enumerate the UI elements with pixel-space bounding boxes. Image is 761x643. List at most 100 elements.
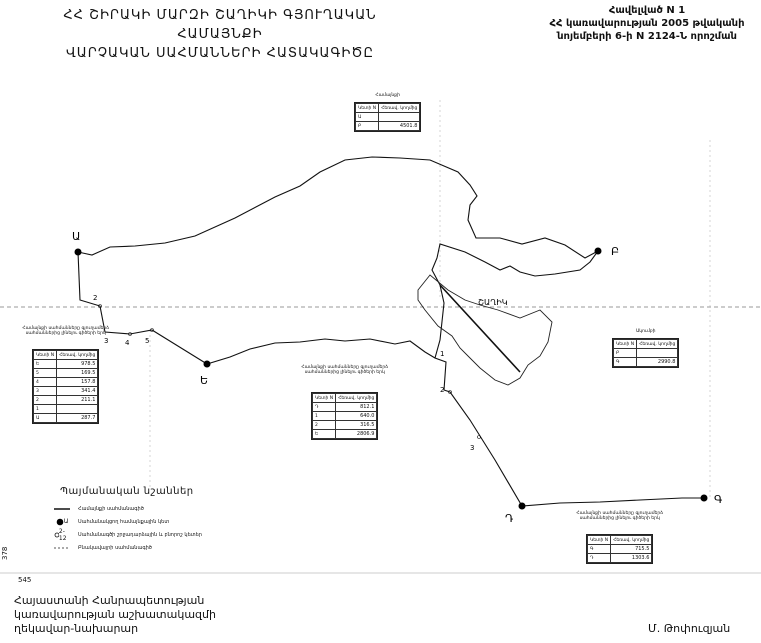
table-cell: 169.5 (56, 368, 99, 378)
table-header: Կետի N (586, 535, 612, 545)
table-cell: 1 (32, 404, 58, 414)
table-top-caption: Համայնքի (375, 93, 401, 98)
point-label-A: Ա (72, 230, 80, 243)
table-cell: Գ (612, 357, 638, 367)
table-header: Կետի N (32, 350, 58, 360)
point-D (518, 502, 526, 510)
margin-number-vertical: 378 (1, 546, 9, 560)
table-header: Հեռավ. կողմից (610, 535, 653, 545)
point-G (700, 494, 708, 502)
map-title: ՀՀ ՇԻՐԱԿԻ ՄԱՐԶԻ ՇԱՂԻԿԻ ԳՅՈՒՂԱԿԱՆ ՀԱՄԱՅՆՔ… (30, 6, 410, 63)
table-center-caption: Համայնքի սահմանները գյուղամերձ սահմաններ… (301, 365, 388, 375)
table-cell: 211.1 (56, 395, 99, 405)
table-cell: 287.7 (56, 413, 99, 423)
table-cell: Դ (586, 553, 612, 563)
legend-item: Համայնքի սահմանագիծ (54, 503, 202, 514)
legend-label: Սահմանագծի շրջադարձային և բնորոշ կետեր (78, 531, 202, 538)
vertex-marker (150, 328, 154, 332)
legend-label: Բնակավայրի սահմանագիծ (78, 544, 152, 551)
table-cell: 2 (32, 395, 58, 405)
segment-mark: 2 (440, 386, 444, 394)
table-cell: 316.5 (335, 420, 378, 430)
table-cell: Դ (311, 402, 337, 412)
footer-left-line2: կառավարության աշխատակազմի (14, 608, 216, 621)
vertex-marker (477, 435, 481, 439)
segment-mark: 3 (470, 444, 474, 452)
footer-signature-title: Հայաստանի Հանրապետության կառավարության ա… (14, 594, 216, 636)
point-E (203, 360, 211, 368)
table-cell: Ա (354, 112, 380, 122)
settlement-boundary (417, 274, 553, 386)
table-header: Կետի N (311, 393, 337, 403)
table-left: Համայնքի սահմանները գյուղամերձ սահմաններ… (22, 326, 109, 424)
map-legend: Պայմանական նշաններ Համայնքի սահմանագիծ Ա… (54, 486, 202, 555)
segment-mark: 1 (440, 350, 444, 358)
table-cell: 5 (32, 368, 58, 378)
margin-number-bottom: 545 (18, 576, 32, 584)
segment-mark: 5 (145, 337, 149, 345)
table-header: Հեռավ. կողմից (56, 350, 99, 360)
table-cell: 640.0 (335, 411, 378, 421)
appendix-line2: ՀՀ կառավարության 2005 թվականի (549, 18, 745, 29)
legend-label: Սահմանակցող համայնքային կետ (78, 518, 170, 525)
appendix-line1: Հավելված N 1 (608, 5, 686, 16)
table-cell: Ա (32, 413, 58, 423)
footer-left-line3: ղեկավար-նախարար (14, 622, 139, 635)
table-cell: 2806.9 (335, 429, 378, 439)
table-header: Հեռավ. կողմից (378, 103, 421, 113)
vertex-marker-icon: 2-12 (54, 528, 70, 542)
table-cell (378, 112, 421, 122)
legend-label: Համայնքի սահմանագիծ (78, 505, 144, 512)
map-title-line2: ՎԱՐՉԱԿԱՆ ՍԱՀՄԱՆՆԵՐԻ ՀԱՏԱԿԱԳԻԾԸ (65, 46, 375, 61)
vertex-marker (448, 390, 452, 394)
point-marker-icon: Ա (54, 517, 70, 527)
table-cell: 157.8 (56, 377, 99, 387)
table-cell: 715.5 (610, 544, 653, 554)
table-cell: Գ (586, 544, 612, 554)
community-boundary (77, 156, 704, 507)
line-icon (54, 504, 70, 514)
footer-left-line1: Հայաստանի Հանրապետության (14, 594, 205, 607)
settlement-label: ՇԱՂԻԿ (478, 298, 508, 307)
table-cell (56, 404, 99, 414)
table-cell: 2990.8 (636, 357, 679, 367)
table-cell: 4501.8 (378, 121, 421, 131)
table-header: Հեռավ. կողմից (335, 393, 378, 403)
table-cell: 2 (311, 420, 337, 430)
table-left-caption: Համայնքի սահմանները գյուղամերձ սահմաններ… (22, 326, 109, 336)
legend-item: Բնակավայրի սահմանագիծ (54, 542, 202, 553)
vertex-marker (98, 304, 102, 308)
dashed-line-icon (54, 543, 70, 553)
road-line (439, 284, 521, 373)
segment-mark: 3 (104, 337, 108, 345)
table-cell: 4 (32, 377, 58, 387)
table-cell: 1303.6 (610, 553, 653, 563)
point-label-B: Բ (611, 245, 619, 258)
table-cell: Ե (311, 429, 337, 439)
table-cell: Բ (354, 121, 380, 131)
appendix-header: Հավելված N 1 ՀՀ կառավարության 2005 թվակա… (547, 4, 747, 43)
table-center: Համայնքի սահմանները գյուղամերձ սահմաններ… (301, 365, 388, 440)
table-cell: 341.4 (56, 386, 99, 396)
point-label-D: Դ (505, 512, 513, 525)
vertex-marker (128, 332, 132, 336)
table-bottom-caption: Համայնքի սահմանները գյուղամերձ սահմաններ… (576, 511, 663, 521)
table-cell: Ե (32, 359, 58, 369)
legend-title: Պայմանական նշաններ (60, 486, 194, 497)
point-B (594, 247, 602, 255)
table-cell (636, 348, 679, 358)
table-cell: 978.5 (56, 359, 99, 369)
table-cell: 812.1 (335, 402, 378, 412)
appendix-line3: նոյեմբերի 6-ի N 2124-Ն որոշման (557, 31, 737, 42)
point-A (74, 248, 82, 256)
point-label-E: Ե (200, 374, 208, 387)
table-header: Կետի N (354, 103, 380, 113)
point-label-G: Գ (714, 493, 723, 506)
segment-mark: 4 (125, 339, 130, 347)
footer-signatory-name: Մ. Թոփուզյան (648, 622, 731, 635)
legend-item: Ա Սահմանակցող համայնքային կետ (54, 516, 202, 527)
table-cell: 3 (32, 386, 58, 396)
